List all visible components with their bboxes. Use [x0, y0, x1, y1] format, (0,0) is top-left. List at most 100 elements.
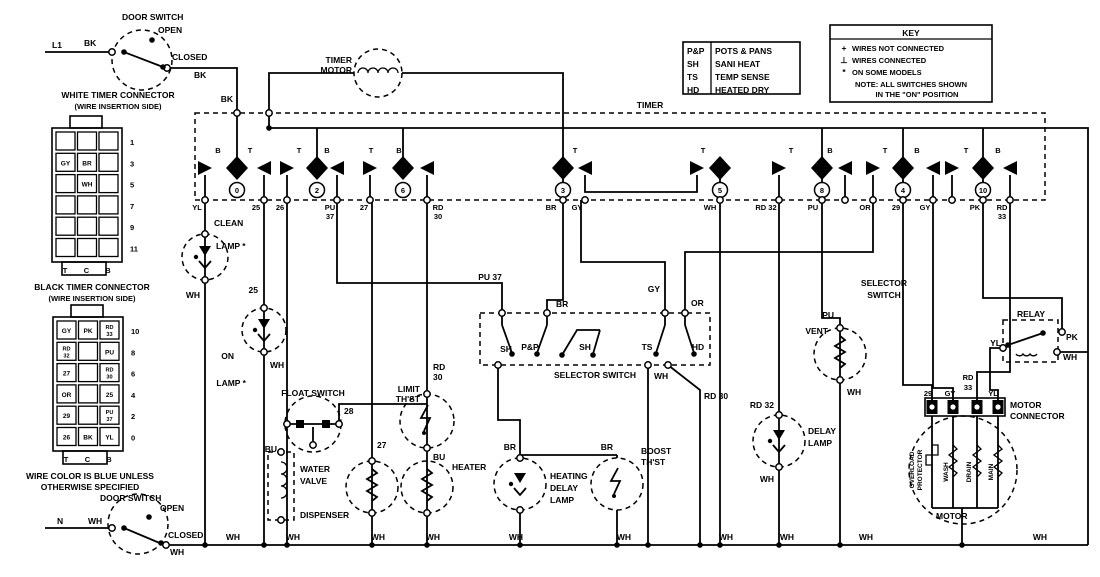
motor-pin-33-label: 33	[964, 383, 972, 392]
connector-tab	[69, 115, 103, 129]
resistor-icon	[365, 468, 379, 502]
wire-or-label: OR	[691, 298, 704, 308]
junction-dot	[121, 525, 127, 531]
contact-terminal-letter: B	[914, 146, 920, 155]
junction-dot	[160, 64, 166, 70]
connector-cell	[99, 341, 120, 361]
wire-rd-label: RD	[433, 362, 445, 372]
wire-yl-label: YL	[990, 338, 1001, 348]
lamp-node	[260, 348, 268, 356]
timer-box	[194, 112, 1046, 201]
wire-rd30-label: RD 30	[704, 391, 728, 401]
junction-dot	[369, 542, 375, 548]
motor-drain-label: DRAIN	[966, 461, 973, 482]
wires-not-connected-icon: +	[842, 43, 847, 53]
water-valve-label1: WATER	[300, 464, 330, 474]
junction-dot	[261, 542, 267, 548]
contact-terminal-letter: T	[297, 146, 302, 155]
contact-terminal-letter: B	[324, 146, 330, 155]
on-some-models-icon: *	[842, 67, 846, 77]
wire-wh-label: WH	[270, 360, 284, 370]
contact-arrow-left-icon	[420, 161, 434, 175]
wire-wh-label: WH	[1063, 352, 1077, 362]
thermostat-icon	[419, 404, 432, 432]
connector-pin-number: 2	[131, 412, 135, 421]
contact-terminal-letter: B	[396, 146, 402, 155]
motor-connector-label2: CONNECTOR	[1010, 411, 1065, 421]
connector-pin-number: 1	[130, 138, 134, 147]
white-connector-title: WHITE TIMER CONNECTOR	[61, 90, 174, 100]
wire-bu-label: BU	[433, 452, 445, 462]
contact-cam-diamond-icon	[811, 156, 833, 180]
boost-thermostat-label2: TH'ST	[641, 457, 666, 467]
wire-color-note-line2: OTHERWISE SPECIFIED	[41, 482, 140, 492]
abbrev-key: SH	[687, 59, 699, 69]
contact-arrow-left-icon	[926, 161, 940, 175]
key-item-text: WIRES NOT CONNECTED	[852, 44, 945, 53]
connector-cell	[99, 362, 120, 383]
contact-arrow-left-icon	[578, 161, 592, 175]
wire-node	[999, 344, 1007, 352]
key-box	[829, 24, 993, 103]
connector-cell	[55, 195, 76, 215]
selector-switch-box	[479, 312, 711, 366]
relay-title: RELAY	[1017, 309, 1045, 319]
wire-bu-label: BU	[265, 444, 277, 454]
contact-number: 2	[315, 186, 319, 195]
junction-dot	[517, 542, 523, 548]
dispenser-title: DISPENSER	[300, 510, 349, 520]
connector-pin-number: 8	[131, 348, 135, 357]
selector-switch-title: SELECTOR SWITCH	[554, 370, 636, 380]
contact-cam-diamond-icon	[972, 156, 994, 180]
wire-wh-label: WH	[760, 474, 774, 484]
timer-motor-coil-icon	[357, 67, 399, 74]
contact-arrow-right-icon	[866, 161, 880, 175]
wire-pk-label: PK	[1066, 332, 1079, 342]
motor-pin-hole	[995, 404, 1001, 410]
resistor-icon	[420, 468, 434, 502]
connector-cell-label: GY	[61, 160, 71, 167]
connector-cell	[55, 173, 76, 194]
contact-arrow-left-icon	[838, 161, 852, 175]
terminal-node	[818, 196, 826, 204]
contact-arrow-right-icon	[945, 161, 959, 175]
motor-connector	[924, 397, 1006, 417]
wire-node	[335, 420, 343, 428]
relay-coil-icon	[1015, 352, 1038, 357]
junction-dot	[424, 542, 430, 548]
junction-dot	[266, 125, 272, 131]
terminal-wire-label: OR	[859, 203, 871, 212]
selector-contact-sh: SH	[500, 344, 512, 354]
motor-pin-gy-label: GY	[945, 389, 956, 398]
contact-terminal-letter: T	[573, 146, 578, 155]
on-lamp-label2: LAMP *	[216, 378, 246, 388]
connector-cell-label: BR	[82, 160, 92, 167]
connector-cell	[99, 320, 120, 340]
lamp-node	[260, 304, 268, 312]
terminal-wire-label: GY	[920, 203, 931, 212]
neutral-wire-label: WH	[1033, 532, 1047, 542]
connector-cell-label: BK	[83, 435, 93, 442]
neutral-wire-label: WH	[286, 532, 300, 542]
timer-motor-label1: TIMER	[326, 55, 352, 65]
motor-wash-label: WASH	[943, 462, 950, 482]
wire-gy-label: GY	[648, 284, 661, 294]
lamp-electrode-icon	[513, 487, 527, 497]
motor-pin-hole	[974, 404, 980, 410]
junction-dot	[1005, 342, 1011, 348]
contact-number: 6	[401, 186, 405, 195]
motor-winding-icon	[947, 444, 959, 478]
contact-number-circle	[394, 181, 412, 199]
contact-arrow-left-icon	[1003, 161, 1017, 175]
wire-node	[423, 390, 431, 398]
door-switch-top-title: DOOR SWITCH	[122, 12, 183, 22]
limit-thermostat-label2: TH'ST	[396, 394, 421, 404]
terminal-wire-label: 25	[252, 203, 260, 212]
terminal-wire-label: RD	[997, 203, 1008, 212]
connector-cell	[56, 405, 77, 425]
terminal-node	[948, 196, 956, 204]
lamp-dot-icon	[193, 254, 199, 260]
contact-terminal-letter: T	[369, 146, 374, 155]
connector-cell-label: OR	[62, 392, 72, 399]
selector-switch-side-label2: SWITCH	[867, 290, 901, 300]
